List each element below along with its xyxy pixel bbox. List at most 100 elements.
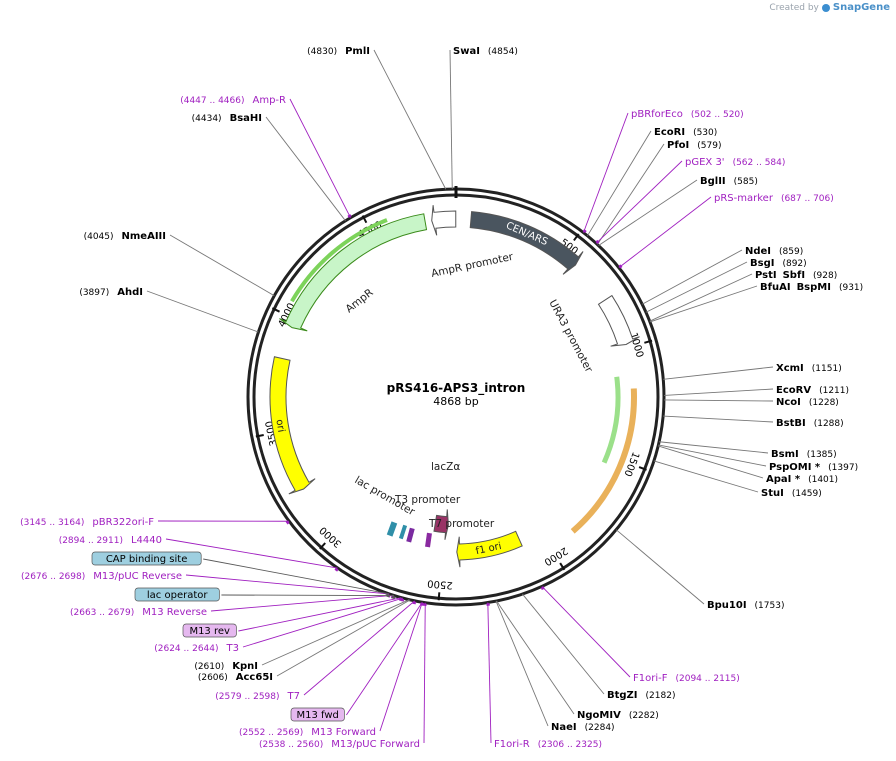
enzyme-site-label-part: PspOMI * — [769, 462, 821, 473]
enzyme-site-label-part: Acc65I — [236, 672, 273, 683]
enzyme-site-label-part: (1459) — [792, 489, 822, 499]
feature-ori — [269, 356, 316, 495]
primer-label-part: pBRforEco — [631, 109, 683, 120]
enzyme-site-label: (2610)KpnI — [194, 661, 258, 672]
primer-site — [420, 602, 424, 606]
enzyme-site-label: BfuAI BspMI (931) — [760, 282, 863, 293]
enzyme-site-label-part: BfuAI — [760, 282, 791, 293]
enzyme-site-label-part: NgoMIV — [577, 710, 621, 721]
enzyme-site-label-part: (1228) — [809, 398, 839, 408]
enzyme-site-label: (4434)BsaHI — [192, 113, 262, 124]
primer-label-part: (562 .. 584) — [733, 158, 786, 168]
primer-label-part: (2624 .. 2644) — [154, 644, 218, 654]
enzyme-site-label: StuI(1459) — [761, 488, 822, 499]
leader-line — [658, 445, 764, 479]
leader-line — [146, 290, 259, 333]
primer-label: F1ori-F(2094 .. 2115) — [633, 673, 740, 684]
enzyme-site-label-part: (2284) — [585, 723, 615, 733]
primer-site — [582, 229, 587, 234]
enzyme-site-label-part: NaeI — [551, 722, 577, 733]
leader-line — [522, 593, 605, 695]
enzyme-site-label-part: Bpu10I — [707, 600, 747, 611]
leader-line — [289, 98, 351, 218]
feature-ampr-promoter — [431, 205, 457, 236]
enzyme-site-label-part: (1397) — [828, 463, 858, 473]
leader-line — [242, 597, 404, 648]
leader-line — [615, 529, 705, 605]
tick-mark — [271, 307, 280, 313]
enzyme-site-label: BsgI(892) — [750, 258, 807, 269]
enzyme-site-label-part: (1151) — [812, 364, 842, 374]
boxed-label: M13 fwd — [296, 710, 338, 721]
leader-line — [663, 388, 774, 396]
enzyme-site-label-part: (859) — [779, 247, 803, 257]
boxed-label: CAP binding site — [106, 554, 188, 565]
primer-label-part: L4440 — [131, 535, 162, 546]
boxed-label-bg — [91, 551, 202, 566]
enzyme-site-label-part: (4854) — [488, 47, 518, 57]
leader-line — [276, 599, 411, 677]
primer-site — [334, 567, 339, 572]
leader-line — [595, 160, 683, 244]
leader-lines — [146, 49, 774, 744]
enzyme-site-label: XcmI(1151) — [776, 363, 842, 374]
ura3-arc — [570, 388, 637, 534]
mcs-feature-glyphs — [386, 521, 432, 548]
primer-label-part: pGEX 3' — [685, 157, 725, 168]
leader-line — [265, 116, 346, 222]
enzyme-site-label: (4830)PmlI — [307, 46, 370, 57]
leader-line — [303, 600, 415, 696]
primer-label-part: T3 — [226, 643, 239, 654]
boxed-label: lac operator — [147, 590, 208, 601]
enzyme-site-label-part: BglII — [700, 176, 726, 187]
leader-line — [541, 586, 631, 678]
leader-line — [185, 574, 390, 595]
primer-label-part: pRS-marker — [714, 193, 774, 204]
primer-site — [540, 586, 545, 591]
enzyme-site-label-part: AhdI — [117, 287, 143, 298]
feature-label-t3-promoter: T3 promoter — [394, 494, 461, 506]
enzyme-site-label-part: (1288) — [814, 419, 844, 429]
leader-line — [649, 273, 753, 322]
enzyme-site-label: PfoI (579) — [667, 140, 721, 151]
enzyme-site-label-part: (530) — [693, 128, 717, 138]
enzyme-site-label: BtgZI(2182) — [607, 690, 675, 701]
enzyme-site-label: EcoRI(530) — [654, 127, 717, 138]
boxed-label: M13 rev — [189, 626, 230, 637]
primer-label-part: (2552 .. 2569) — [239, 728, 303, 738]
feature-label-ura3-promoter: URA3 promoter — [546, 298, 595, 375]
enzyme-site-label-part: (2282) — [629, 711, 659, 721]
leader-line — [649, 285, 758, 323]
enzyme-site-label-part: (931) — [839, 283, 863, 293]
enzyme-site-label-part: BstBI — [776, 418, 806, 429]
leader-line — [495, 600, 549, 727]
tick-mark — [319, 542, 326, 550]
enzyme-site-label: EcoRV(1211) — [776, 385, 849, 396]
tick-mark — [361, 215, 368, 224]
primer-label-part: (4447 .. 4466) — [180, 96, 244, 106]
enzyme-site-label: NgoMIV (2282) — [577, 710, 659, 721]
ura3-orf-arc — [601, 376, 621, 464]
leader-line — [496, 600, 575, 715]
primer-label-part: (2306 .. 2325) — [538, 740, 602, 750]
feature-ura3-promoter — [597, 294, 640, 347]
boxed-label-bg — [134, 587, 220, 602]
leader-line — [238, 597, 402, 632]
primer-label-part: pBR322ori-F — [92, 517, 154, 528]
boxed-label-bg — [290, 707, 345, 722]
enzyme-site-label-part: BspMI — [797, 282, 831, 293]
enzyme-site-label-part: PfoI — [667, 140, 689, 151]
primer-label-part: (3145 .. 3164) — [20, 518, 84, 528]
enzyme-site-label-part: BtgZI — [607, 690, 638, 701]
leader-line — [169, 234, 275, 297]
feature-label: f1 ori — [475, 541, 503, 557]
cap-site-glyph — [386, 521, 398, 537]
tick-mark — [559, 562, 566, 571]
enzyme-site-label-part: NcoI — [776, 397, 801, 408]
leader-line — [261, 599, 410, 666]
primer-label-part: (2676 .. 2698) — [21, 572, 85, 582]
enzyme-site-label-part: (1385) — [807, 450, 837, 460]
enzyme-site-label-part: (579) — [697, 141, 721, 151]
